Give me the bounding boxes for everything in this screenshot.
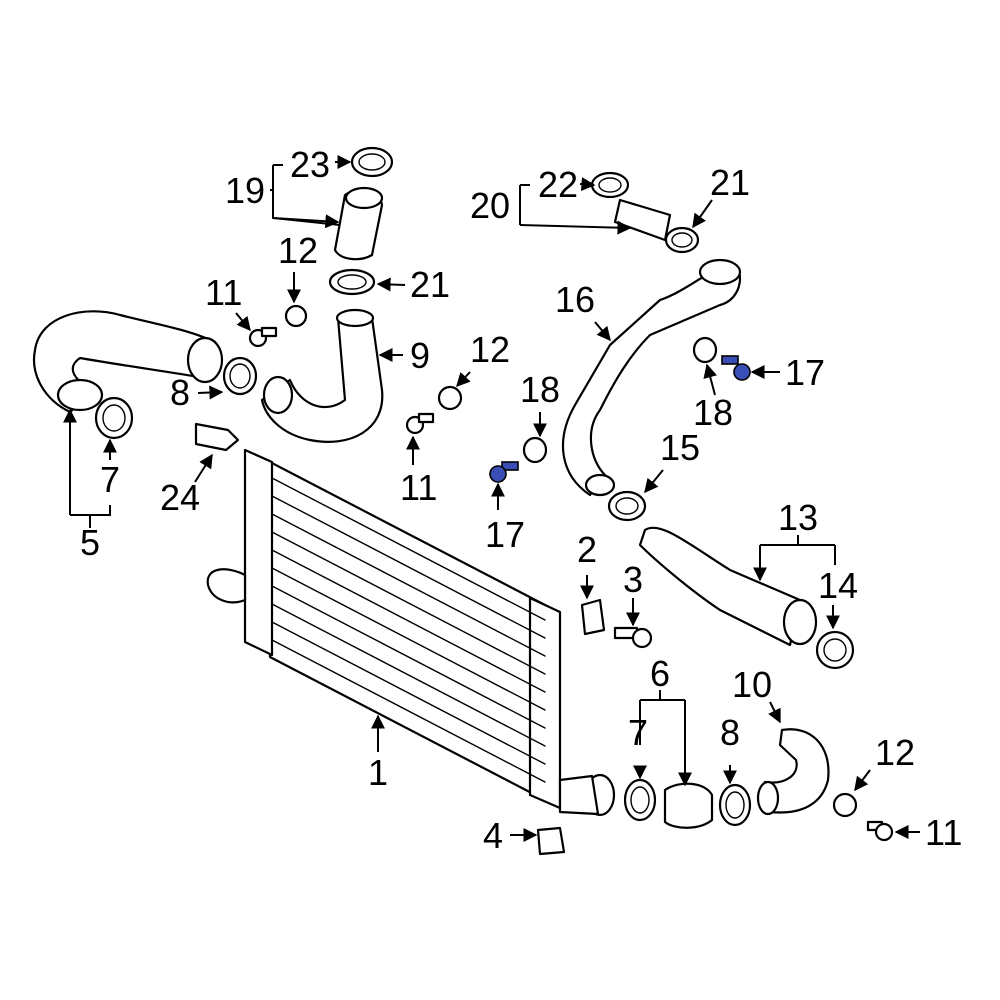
- callout-17b: 17: [485, 514, 525, 555]
- clamp-8-bottom: [718, 783, 752, 827]
- grommet-12-c: [832, 792, 858, 818]
- bracket-4: [536, 826, 566, 856]
- callout-24: 24: [160, 477, 200, 518]
- grommet-12-a: [284, 304, 308, 328]
- clamp-15: [607, 490, 647, 522]
- callout-12a: 12: [278, 230, 318, 271]
- callout-labels: 1 2 3 4 5 6 7 7 8 8 9 10 11 11 11 12 12 …: [80, 144, 962, 856]
- callout-7b: 7: [628, 712, 648, 753]
- bolt-17-left: [489, 461, 519, 483]
- hose-5-end: [186, 336, 224, 384]
- clamp-21-right: [664, 226, 700, 254]
- clamp-7-left: [94, 396, 134, 440]
- clamp-7-bottom: [623, 778, 657, 822]
- pipe-10: [763, 728, 830, 814]
- clamp-8-left: [222, 356, 258, 396]
- callout-14: 14: [818, 565, 858, 606]
- grommet-12-b: [437, 385, 463, 411]
- clamp-22: [590, 171, 630, 199]
- bolt-11-b: [405, 412, 435, 435]
- callout-19: 19: [225, 170, 265, 211]
- callout-8a: 8: [170, 372, 190, 413]
- clamp-14: [815, 630, 855, 670]
- callout-18b: 18: [520, 369, 560, 410]
- callout-2: 2: [577, 529, 597, 570]
- callout-8b: 8: [720, 712, 740, 753]
- callout-7a: 7: [100, 459, 120, 500]
- callout-11b: 11: [400, 467, 437, 508]
- leader-lines: [63, 155, 920, 842]
- bolt-3: [613, 626, 653, 649]
- callout-12c: 12: [875, 732, 915, 773]
- callout-16: 16: [555, 279, 595, 320]
- grommet-18-right: [692, 336, 718, 364]
- pipe-9: [260, 316, 384, 443]
- callout-10: 10: [732, 664, 772, 705]
- hose-20: [613, 198, 672, 242]
- callout-1: 1: [368, 752, 388, 793]
- clamp-23: [350, 146, 394, 178]
- callout-11c: 11: [925, 812, 962, 853]
- grommet-18-left: [522, 436, 548, 464]
- bracket-2: [580, 598, 606, 636]
- callout-18a: 18: [693, 392, 733, 433]
- callout-9: 9: [410, 335, 430, 376]
- clamp-21-top: [328, 268, 376, 296]
- callout-4: 4: [483, 815, 503, 856]
- callout-5: 5: [80, 522, 100, 563]
- callout-22: 22: [538, 164, 578, 205]
- callout-11a: 11: [205, 272, 242, 313]
- callout-15: 15: [660, 427, 700, 468]
- bolt-11-c: [866, 820, 894, 842]
- callout-23: 23: [290, 144, 330, 185]
- hose-5-end2: [56, 378, 104, 412]
- callout-3: 3: [623, 559, 643, 600]
- sensor-24: [194, 422, 240, 452]
- callout-6: 6: [650, 653, 670, 694]
- hose-13: [638, 526, 802, 647]
- coupler-6: [663, 782, 714, 829]
- callout-21b: 21: [710, 162, 750, 203]
- callout-20: 20: [470, 185, 510, 226]
- callout-17a: 17: [785, 352, 825, 393]
- callout-21a: 21: [410, 264, 450, 305]
- bolt-11-a: [248, 326, 278, 348]
- callout-12b: 12: [470, 329, 510, 370]
- bolt-17-right: [721, 355, 751, 381]
- callout-13: 13: [778, 497, 818, 538]
- intercooler: [206, 448, 616, 817]
